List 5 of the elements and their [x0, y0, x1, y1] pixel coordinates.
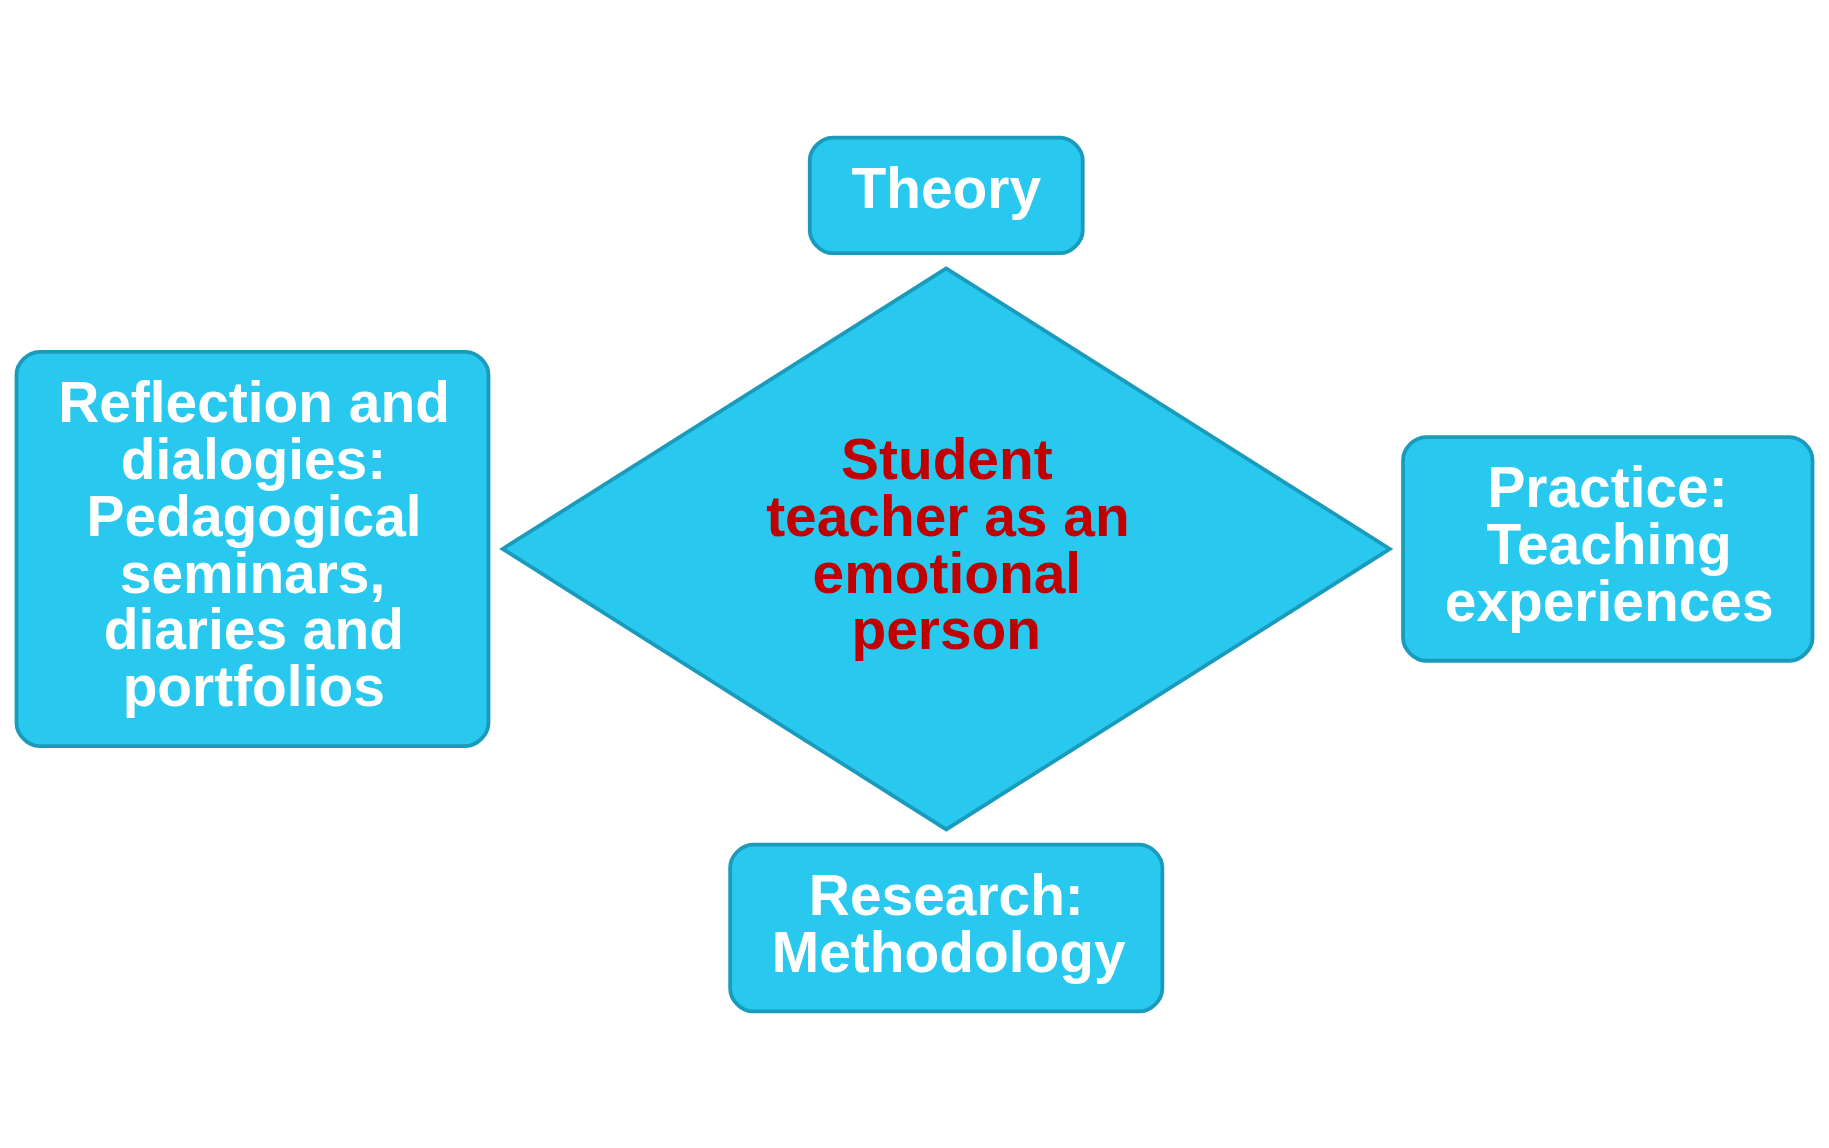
node-box: Research: Methodology	[728, 842, 1165, 1013]
node-box: Reflection and dialogies: Pedagogical seminars, diaries and portfolios	[14, 349, 491, 748]
node-box: Practice: Teaching experiences	[1401, 434, 1815, 663]
node-diamond: Student teacher as an emotional person	[499, 265, 1394, 832]
node-box: Theory	[807, 135, 1085, 255]
